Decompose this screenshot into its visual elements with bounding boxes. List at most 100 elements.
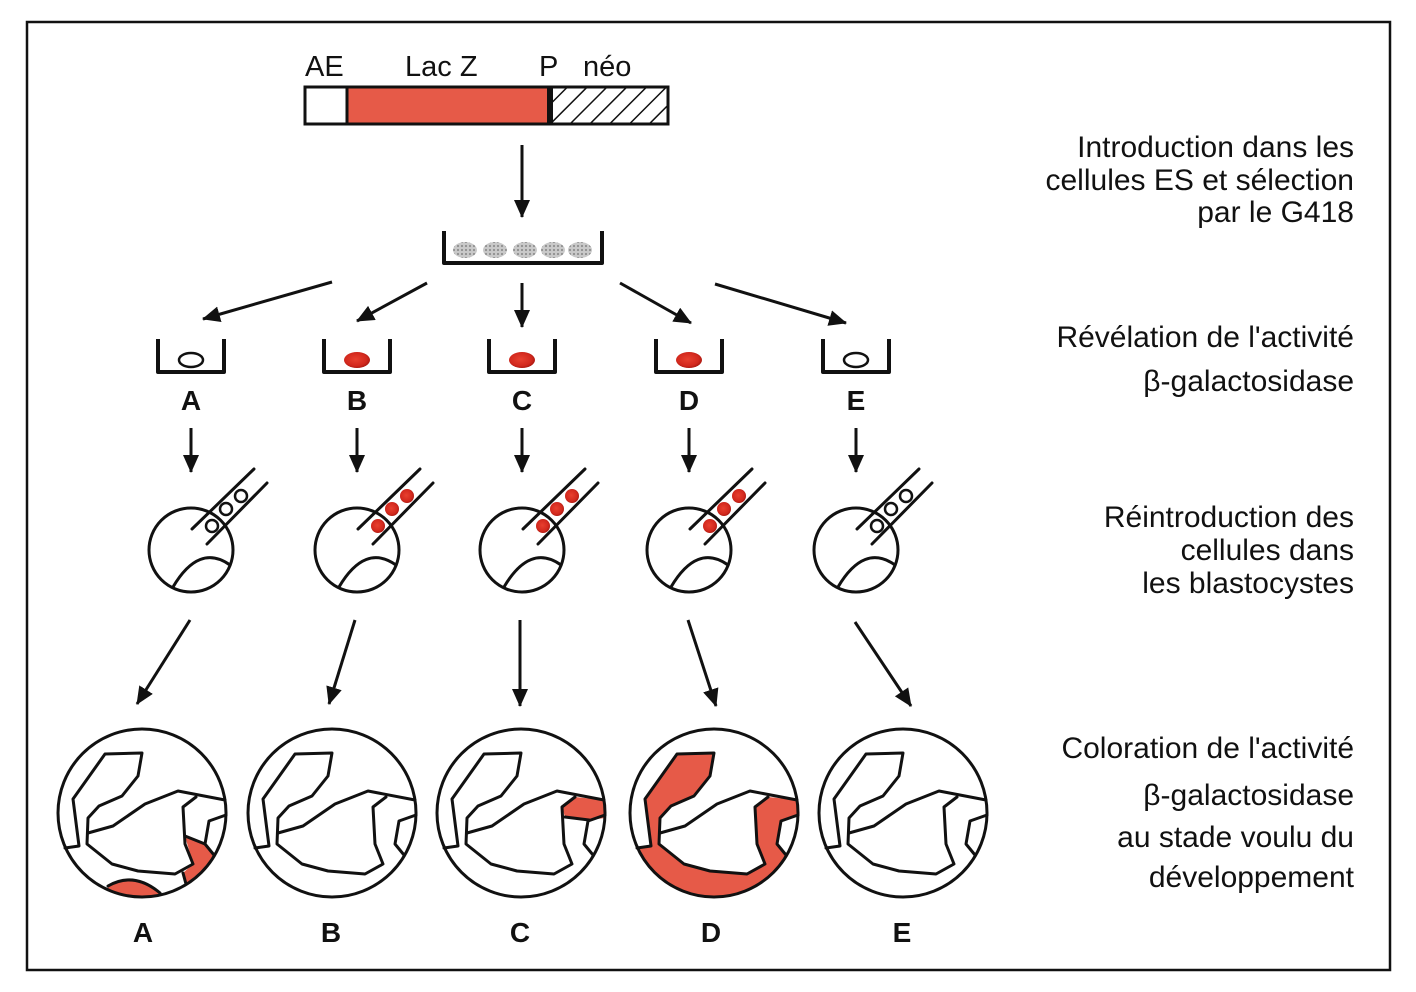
embryo-tissue-boundary — [775, 813, 800, 857]
embryo-outline — [246, 727, 418, 899]
step-3-line-1: Réintroduction des — [1104, 501, 1354, 534]
injected-es-cell-positive — [565, 489, 579, 503]
stain-boundary — [106, 878, 162, 895]
step-3-line-2: cellules dans — [1181, 534, 1354, 567]
embryo-outline — [435, 727, 607, 899]
construct-outline — [303, 85, 670, 126]
pipette-wall — [356, 467, 422, 531]
step-2-text: Révélation de l'activité β-galactosidase — [1056, 321, 1354, 398]
embryo-b: B — [246, 727, 418, 948]
clone-label: B — [347, 385, 367, 416]
stain-boundary — [563, 815, 591, 822]
clone-a: A — [156, 339, 226, 473]
stained-region-group — [630, 753, 798, 897]
segment-neo — [553, 87, 668, 124]
embryo-label: E — [893, 917, 912, 948]
construct-label-ae: AE — [305, 51, 344, 83]
embryo-tissue-boundary — [658, 789, 799, 835]
clone-dish-outline — [487, 339, 557, 374]
step-2-line-2: β-galactosidase — [1143, 365, 1354, 398]
injected-es-cell-negative — [898, 488, 914, 504]
arrow-to-embryo-b — [326, 619, 357, 705]
injected-es-cell-negative — [218, 501, 234, 517]
clone-dish-outline — [156, 339, 226, 374]
xgal-negative-colony — [842, 351, 870, 369]
arrow-to-embryo-d — [686, 619, 719, 707]
blastocyst-d — [645, 467, 767, 594]
blastocyst-b — [313, 467, 435, 594]
clone-b: B — [322, 339, 392, 473]
embryo-label: C — [510, 917, 530, 948]
embryo-tissue-boundary — [442, 751, 577, 876]
es-cell-colony — [513, 242, 537, 258]
segment-lacz — [347, 87, 547, 124]
injected-es-cell-negative — [883, 501, 899, 517]
embryo-outline — [817, 727, 989, 899]
xgal-positive-colony — [676, 352, 702, 368]
step-1-line-2: cellules ES et sélection — [1046, 164, 1355, 197]
step-3-text: Réintroduction des cellules dans les bla… — [1104, 501, 1354, 600]
blastocyst-outline — [645, 506, 733, 594]
clone-dish-outline — [821, 339, 891, 374]
es-cell-colony — [541, 242, 565, 258]
embryo-tissue-boundary — [635, 751, 770, 876]
clone-e: E — [821, 339, 891, 473]
injected-es-cell-negative — [204, 518, 220, 534]
arrow-to-embryo-e — [853, 621, 913, 707]
inner-cell-mass-boundary — [502, 556, 563, 589]
clone-label: E — [847, 385, 866, 416]
construct-label-lacz: Lac Z — [405, 51, 478, 83]
stain-boundary — [183, 834, 207, 846]
inner-cell-mass-boundary — [337, 556, 398, 589]
embryo-tissue-boundary — [847, 789, 988, 835]
es-cell-colony — [453, 242, 477, 258]
inner-cell-mass-boundary — [669, 556, 730, 589]
xgal-negative-colony — [177, 351, 205, 369]
embryo-tissue-boundary — [63, 751, 198, 876]
clone-d: D — [654, 339, 724, 473]
injected-es-cell-positive — [400, 489, 414, 503]
fan-arrows — [202, 280, 847, 328]
blastocyst-outline — [812, 506, 900, 594]
clone-dish-outline — [322, 339, 392, 374]
injected-es-cell-positive — [732, 489, 746, 503]
xgal-positive-colony — [344, 352, 370, 368]
figure-frame — [25, 20, 1392, 972]
pipette-wall — [205, 481, 269, 546]
step-4-line-4: développement — [1149, 861, 1355, 894]
embryo-tissue-boundary — [86, 789, 227, 835]
embryo-tissue-boundary — [465, 789, 606, 835]
pipette-wall — [703, 481, 767, 546]
blastocyst-c — [478, 467, 600, 594]
clone-dish-outline — [654, 339, 724, 374]
embryo-d: D — [628, 727, 800, 948]
clone-label: C — [512, 385, 532, 416]
blastocyst-outline — [478, 506, 566, 594]
injected-es-cell-negative — [233, 488, 249, 504]
stain-boundary — [181, 871, 188, 886]
injected-es-cell-positive — [550, 502, 564, 516]
embryo-label: D — [701, 917, 721, 948]
blastocysts — [135, 467, 934, 707]
blastocyst-a — [147, 467, 269, 594]
blastocyst-outline — [313, 506, 401, 594]
injected-es-cell-positive — [717, 502, 731, 516]
arrow-to-embryo-a — [135, 619, 192, 705]
clone-label: A — [181, 385, 201, 416]
construct-label-promoter: P — [539, 51, 558, 83]
culture-dish-outline — [442, 231, 604, 265]
culture-dish — [442, 231, 604, 265]
inner-cell-mass-boundary — [171, 556, 232, 589]
embryo-tissue-boundary — [276, 789, 417, 835]
pipette-wall — [855, 467, 921, 531]
pipette-wall — [688, 467, 754, 531]
embryo-tissue-boundary — [582, 813, 607, 857]
injected-es-cell-positive — [371, 519, 385, 533]
construct-label-neo: néo — [583, 51, 631, 83]
lacz-stained-region — [562, 797, 605, 820]
step-3-line-3: les blastocystes — [1142, 567, 1354, 600]
embryo-tissue-boundary — [203, 813, 228, 857]
embryo-tissue-boundary — [393, 813, 418, 857]
